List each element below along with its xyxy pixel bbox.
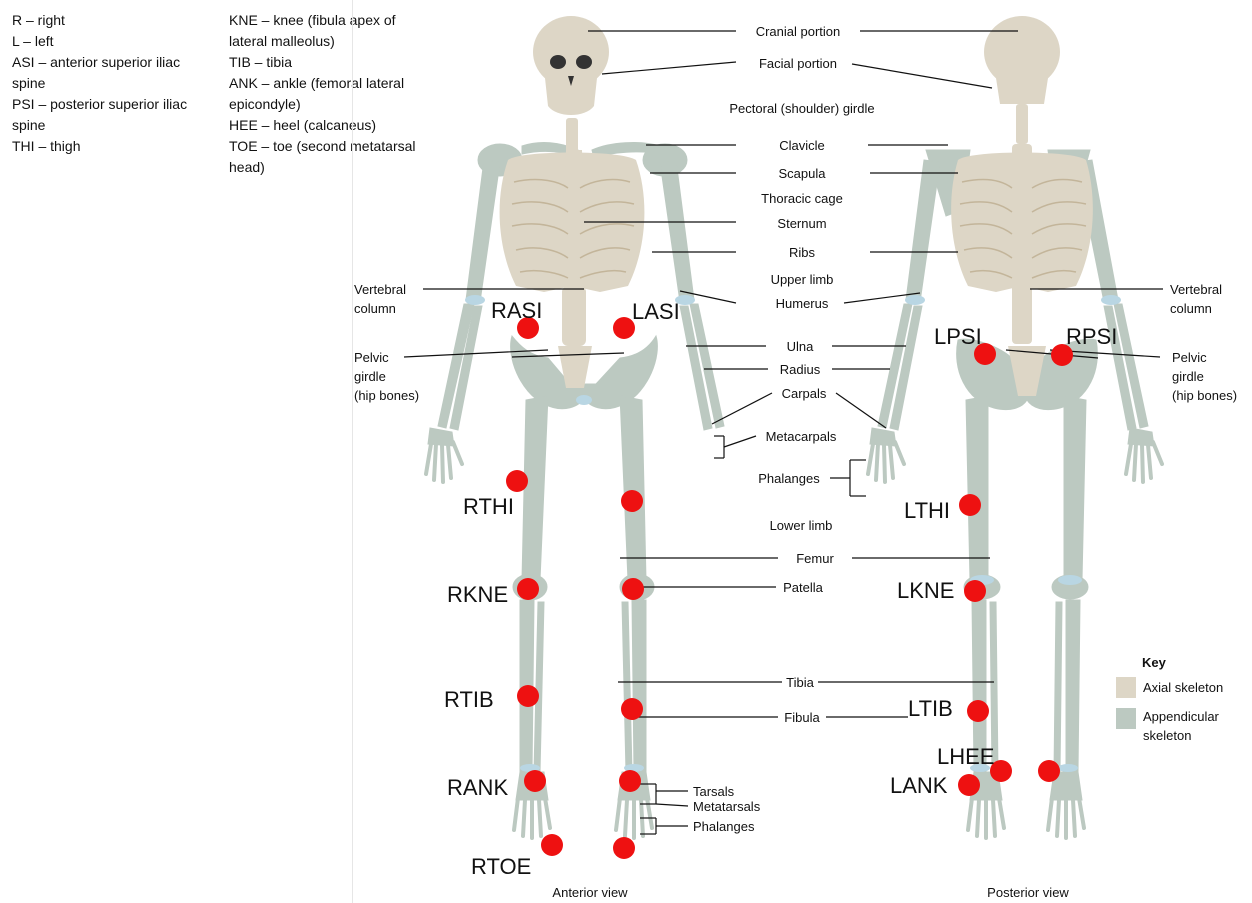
- marker-label-rtoe: RTOE: [471, 854, 531, 879]
- marker-label-rpsi: RPSI: [1066, 324, 1117, 349]
- color-key: Key Axial skeleton Appendicular skeleton: [1116, 655, 1223, 743]
- marker-dot-lthi: [959, 494, 981, 516]
- label-facial-portion: Facial portion: [759, 56, 837, 71]
- key-appendicular-label: skeleton: [1143, 728, 1191, 743]
- label-humerus: Humerus: [776, 296, 829, 311]
- anterior-view-caption: Anterior view: [552, 885, 628, 900]
- label-clavicle: Clavicle: [779, 138, 825, 153]
- label-vertebral-column-left: Vertebral: [354, 282, 406, 297]
- label-pectoral-girdle: Pectoral (shoulder) girdle: [729, 101, 874, 116]
- label-tarsals: Tarsals: [693, 784, 735, 799]
- marker-label-lpsi: LPSI: [934, 324, 982, 349]
- label-foot-phalanges: Phalanges: [693, 819, 755, 834]
- marker-label-rthi: RTHI: [463, 494, 514, 519]
- marker-dot-lkne: [964, 580, 986, 602]
- marker-dot-tibia: [621, 698, 643, 720]
- marker-dot-rank: [524, 770, 546, 792]
- label-radius: Radius: [780, 362, 821, 377]
- label-lower-limb: Lower limb: [770, 518, 833, 533]
- label-metacarpals: Metacarpals: [766, 429, 837, 444]
- posterior-view-caption: Posterior view: [987, 885, 1069, 900]
- label-scapula: Scapula: [779, 166, 827, 181]
- marker-dot-heel: [1038, 760, 1060, 782]
- label-pelvic-girdle-right: girdle: [1172, 369, 1204, 384]
- marker-dot-lank: [958, 774, 980, 796]
- marker-label-lasi: LASI: [632, 299, 680, 324]
- label-metatarsals: Metatarsals: [693, 799, 761, 814]
- label-ulna: Ulna: [787, 339, 815, 354]
- marker-label-lkne: LKNE: [897, 578, 954, 603]
- marker-dot-knee: [622, 578, 644, 600]
- label-vertebral-column-right: column: [1170, 301, 1212, 316]
- marker-dot-rkne: [517, 578, 539, 600]
- marker-dot-rtib: [517, 685, 539, 707]
- marker-label-lhee: LHEE: [937, 744, 994, 769]
- marker-dot-ankle: [619, 770, 641, 792]
- marker-dot-toe: [613, 837, 635, 859]
- marker-label-rank: RANK: [447, 775, 508, 800]
- label-vertebral-column-left: column: [354, 301, 396, 316]
- key-axial-label: Axial skeleton: [1143, 680, 1223, 695]
- marker-dot-thigh: [621, 490, 643, 512]
- marker-dot-ltib: [967, 700, 989, 722]
- label-thoracic-cage: Thoracic cage: [761, 191, 843, 206]
- label-patella: Patella: [783, 580, 824, 595]
- key-axial-swatch: [1116, 677, 1136, 698]
- label-ribs: Ribs: [789, 245, 816, 260]
- marker-label-lthi: LTHI: [904, 498, 950, 523]
- marker-dot-rthi: [506, 470, 528, 492]
- label-hand-phalanges: Phalanges: [758, 471, 820, 486]
- label-femur: Femur: [796, 551, 834, 566]
- label-sternum: Sternum: [777, 216, 826, 231]
- label-pelvic-girdle-left: Pelvic: [354, 350, 389, 365]
- label-vertebral-column-right: Vertebral: [1170, 282, 1222, 297]
- marker-label-ltib: LTIB: [908, 696, 953, 721]
- key-title: Key: [1142, 655, 1167, 670]
- label-carpals: Carpals: [782, 386, 827, 401]
- label-tibia: Tibia: [786, 675, 814, 690]
- label-pelvic-girdle-right: (hip bones): [1172, 388, 1237, 403]
- marker-label-lank: LANK: [890, 773, 948, 798]
- key-appendicular-label: Appendicular: [1143, 709, 1220, 724]
- label-pelvic-girdle-left: girdle: [354, 369, 386, 384]
- marker-dot-rtoe: [541, 834, 563, 856]
- label-pelvic-girdle-right: Pelvic: [1172, 350, 1207, 365]
- label-upper-limb: Upper limb: [771, 272, 834, 287]
- label-cranial-portion: Cranial portion: [756, 24, 841, 39]
- marker-label-rkne: RKNE: [447, 582, 508, 607]
- marker-label-rasi: RASI: [491, 298, 542, 323]
- marker-label-rtib: RTIB: [444, 687, 494, 712]
- label-pelvic-girdle-left: (hip bones): [354, 388, 419, 403]
- key-appendicular-swatch: [1116, 708, 1136, 729]
- label-fibula: Fibula: [784, 710, 820, 725]
